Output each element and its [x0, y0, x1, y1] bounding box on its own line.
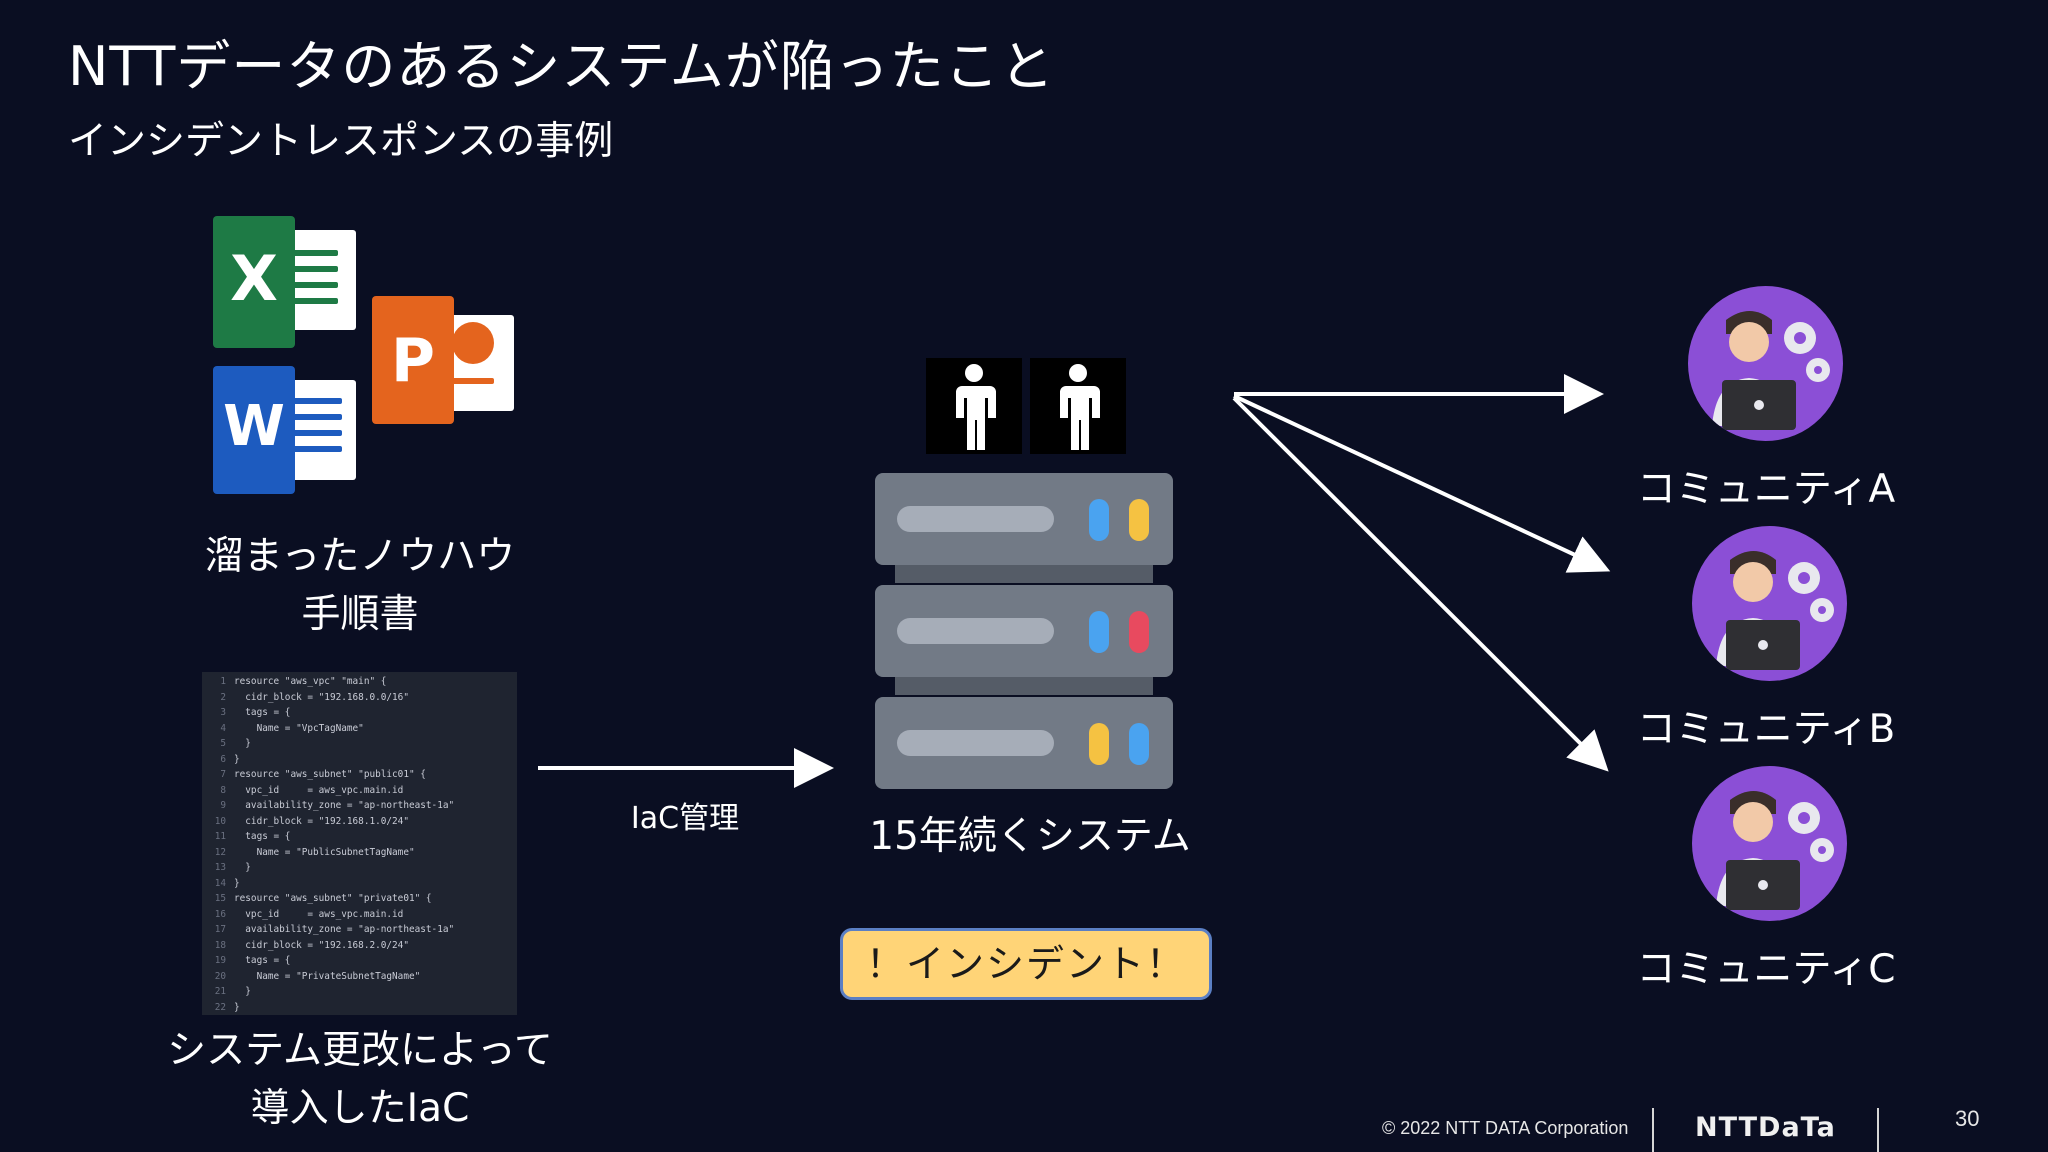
code-line-number: 6 — [220, 753, 226, 765]
code-line: 4 Name = "VpcTagName" — [202, 721, 517, 737]
code-line-text: vpc_id = aws_vpc.main.id — [234, 784, 404, 796]
code-line: 2 cidr_block = "192.168.0.0/16" — [202, 690, 517, 706]
page-number: 30 — [1955, 1106, 1980, 1131]
code-line-text: tags = { — [234, 955, 291, 966]
system-to-community-b-arrow — [1233, 394, 1611, 573]
code-line-number: 10 — [214, 815, 226, 827]
code-line-text: cidr_block = "192.168.2.0/24" — [234, 939, 409, 951]
code-line: 15 resource "aws_subnet" "private01" { — [202, 891, 517, 907]
code-line: 19 tags = { — [202, 953, 517, 969]
code-line-text: resource "aws_subnet" "public01" { — [234, 769, 426, 780]
code-line-text: } — [234, 986, 251, 997]
system-to-community-c-arrow — [1232, 396, 1609, 772]
code-line-number: 17 — [214, 924, 226, 935]
code-line-text: Name = "PrivateSubnetTagName" — [234, 970, 421, 982]
code-line-number: 19 — [214, 955, 226, 966]
person-icon — [1030, 358, 1126, 454]
code-line-number: 22 — [214, 1001, 226, 1013]
code-line: 5 } — [202, 736, 517, 752]
code-line: 18 cidr_block = "192.168.2.0/24" — [202, 938, 517, 954]
code-line-number: 18 — [214, 939, 226, 951]
code-line-number: 2 — [220, 691, 226, 703]
code-line: 6} — [202, 752, 517, 768]
code-line-text: } — [234, 862, 251, 873]
iac-caption-line1: システム更改によって — [167, 1028, 553, 1073]
community-label: コミュニティC — [1636, 947, 1896, 992]
code-line: 16 vpc_id = aws_vpc.main.id — [202, 907, 517, 923]
incident-badge: ！インシデント！ — [840, 928, 1212, 1000]
code-line-number: 14 — [214, 877, 226, 889]
code-line-text: availability_zone = "ap-northeast-1a" — [234, 800, 455, 811]
code-line-text: } — [234, 1001, 240, 1013]
code-line-number: 7 — [220, 769, 226, 780]
community-label: コミュニティB — [1636, 707, 1896, 752]
code-line-text: Name = "PublicSubnetTagName" — [234, 846, 415, 858]
footer-separator — [1877, 1108, 1879, 1152]
slide-subtitle: インシデントレスポンスの事例 — [68, 119, 614, 164]
code-line-number: 5 — [220, 738, 226, 749]
code-line-number: 15 — [214, 893, 226, 904]
code-line-text: availability_zone = "ap-northeast-1a" — [234, 924, 455, 935]
code-line-text: } — [234, 738, 251, 749]
system-caption: 15年続くシステム — [869, 814, 1191, 859]
code-line-number: 4 — [220, 722, 226, 734]
code-line-text: } — [234, 877, 240, 889]
code-line-text: tags = { — [234, 707, 291, 718]
community-avatar-icon — [1688, 286, 1843, 441]
code-line: 9 availability_zone = "ap-northeast-1a" — [202, 798, 517, 814]
code-line-text: cidr_block = "192.168.0.0/16" — [234, 691, 409, 703]
code-line: 10 cidr_block = "192.168.1.0/24" — [202, 814, 517, 830]
code-line-text: vpc_id = aws_vpc.main.id — [234, 908, 404, 920]
code-line: 7 resource "aws_subnet" "public01" { — [202, 767, 517, 783]
code-line-text: resource "aws_vpc" "main" { — [234, 676, 387, 687]
code-line-number: 8 — [220, 784, 226, 796]
code-line-text: Name = "VpcTagName" — [234, 722, 364, 734]
code-line-number: 3 — [220, 707, 226, 718]
ntt-data-logo: NTTDaTa — [1695, 1112, 1836, 1143]
code-line: 13 } — [202, 860, 517, 876]
code-line-number: 13 — [214, 862, 226, 873]
code-line-number: 20 — [214, 970, 226, 982]
code-line: 17 availability_zone = "ap-northeast-1a" — [202, 922, 517, 938]
code-line-text: cidr_block = "192.168.1.0/24" — [234, 815, 409, 827]
code-line-text: tags = { — [234, 831, 291, 842]
code-line-number: 12 — [214, 846, 226, 858]
iac-caption: システム更改によって 導入したIaC — [120, 1022, 600, 1138]
code-line: 14} — [202, 876, 517, 892]
code-line: 3 tags = { — [202, 705, 517, 721]
footer-separator — [1652, 1108, 1654, 1152]
community-label: コミュニティA — [1636, 467, 1896, 512]
code-line: 11 tags = { — [202, 829, 517, 845]
code-line-number: 21 — [214, 986, 226, 997]
code-line: 1 resource "aws_vpc" "main" { — [202, 674, 517, 690]
code-line-text: resource "aws_subnet" "private01" { — [234, 893, 432, 904]
person-icon — [926, 358, 1022, 454]
slide-title: NTTデータのあるシステムが陥ったこと — [68, 35, 1055, 98]
community-avatar-icon — [1692, 766, 1847, 921]
code-line-number: 11 — [214, 831, 226, 842]
code-line-number: 16 — [214, 908, 226, 920]
code-line: 8 vpc_id = aws_vpc.main.id — [202, 783, 517, 799]
footer-copyright: © 2022 NTT DATA Corporation — [1382, 1118, 1629, 1138]
code-line: 22} — [202, 1000, 517, 1016]
knowhow-caption-line1: 溜まったノウハウ — [204, 534, 516, 579]
code-line-text: } — [234, 753, 240, 765]
code-line: 12 Name = "PublicSubnetTagName" — [202, 845, 517, 861]
code-line-number: 1 — [220, 676, 226, 687]
knowhow-caption-line2: 手順書 — [301, 592, 419, 637]
iac-caption-line2: 導入したIaC — [250, 1086, 470, 1131]
code-line: 21 } — [202, 984, 517, 1000]
iac-code-panel: 1 resource "aws_vpc" "main" { 2 cidr_block… — [202, 672, 517, 1015]
code-line-number: 9 — [220, 800, 226, 811]
iac-link-label: IaC管理 — [630, 801, 740, 836]
knowhow-caption: 溜まったノウハウ 手順書 — [140, 528, 580, 644]
community-avatar-icon — [1692, 526, 1847, 681]
code-line: 20 Name = "PrivateSubnetTagName" — [202, 969, 517, 985]
